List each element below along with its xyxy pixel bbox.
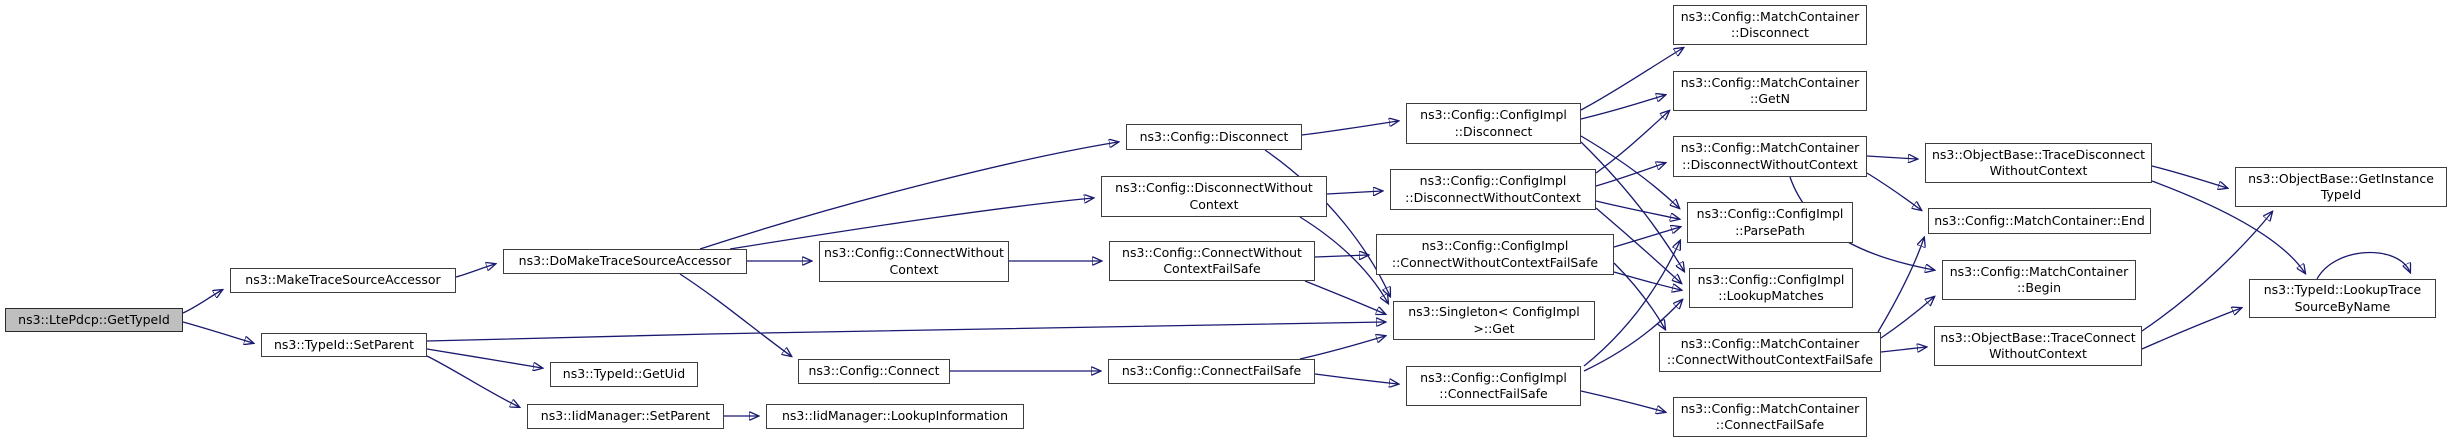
edge-traceconnect-to-lookuptracesourcebyname	[2141, 308, 2241, 350]
node-config-connect-without-context[interactable]: ns3::Config::ConnectWithout Context	[819, 241, 1009, 282]
edge-configimpl-cfs-to-parsepath	[1583, 241, 1680, 367]
edge-configimpl-cwcfs-to-parsepath	[1613, 227, 1680, 248]
edge-matchcontainer-cwcfs-to-begin	[1880, 297, 1934, 339]
edge-config-cwcfailsafe-to-configimpl-cwcfailsafe	[1314, 255, 1368, 257]
edge-gettypeid-to-maketracesourceaccessor	[182, 290, 222, 314]
edge-config-cwcfailsafe-to-singleton-get	[1304, 280, 1385, 314]
node-make-trace-source-accessor[interactable]: ns3::MakeTraceSourceAccessor	[230, 268, 456, 293]
edge-matchcontainer-cwcfs-to-end	[1877, 238, 1924, 333]
node-config-disconnect-without-context[interactable]: ns3::Config::DisconnectWithout Context	[1101, 176, 1327, 217]
node-type-id-lookup-trace-source-by-name[interactable]: ns3::TypeId::LookupTrace SourceByName	[2249, 279, 2436, 318]
edge-tracedisconnect-to-getinstancetypeid	[2151, 165, 2227, 188]
node-config-connect-without-context-fail-safe[interactable]: ns3::Config::ConnectWithout ContextFailS…	[1109, 241, 1315, 281]
node-object-base-trace-connect-without-context[interactable]: ns3::ObjectBase::TraceConnect WithoutCon…	[1934, 326, 2142, 366]
node-type-id-get-uid[interactable]: ns3::TypeId::GetUid	[550, 362, 698, 387]
edge-maketracesourceaccessor-to-domaketracesourceaccessor	[455, 264, 495, 278]
edge-configimpl-dwc-to-matchcontainer-getn	[1595, 111, 1669, 174]
edge-tracedisconnect-to-lookuptracesourcebyname	[2151, 180, 2305, 273]
edge-configimpl-disconnect-to-lookupmatches	[1580, 141, 1684, 271]
node-config-connect-fail-safe[interactable]: ns3::Config::ConnectFailSafe	[1108, 359, 1315, 384]
node-config-impl-connect-fail-safe[interactable]: ns3::Config::ConfigImpl ::ConnectFailSaf…	[1406, 366, 1581, 406]
edge-configimpl-dwc-to-lookupmatches	[1595, 207, 1681, 283]
node-iid-manager-set-parent[interactable]: ns3::IidManager::SetParent	[527, 404, 724, 429]
edge-config-disconnect-to-configimpl-disconnect	[1301, 121, 1398, 136]
edge-domake-to-config-connect	[679, 273, 791, 356]
node-match-container-end[interactable]: ns3::Config::MatchContainer::End	[1928, 208, 2151, 234]
edge-configimpl-disconnect-to-matchcontainer-disconnect	[1580, 48, 1683, 111]
edge-configimpl-cfs-to-lookupmatches	[1583, 300, 1682, 372]
node-do-make-trace-source-accessor[interactable]: ns3::DoMakeTraceSourceAccessor	[503, 249, 747, 274]
edge-setparent-to-getuid	[426, 348, 542, 368]
node-match-container-disconnect[interactable]: ns3::Config::MatchContainer ::Disconnect	[1673, 5, 1867, 45]
node-match-container-get-n[interactable]: ns3::Config::MatchContainer ::GetN	[1673, 71, 1867, 111]
node-match-container-begin[interactable]: ns3::Config::MatchContainer ::Begin	[1942, 260, 2136, 300]
edge-config-connectfailsafe-to-configimpl-connectfailsafe	[1314, 373, 1398, 384]
edge-matchcontainer-dwc-to-end	[1866, 172, 1921, 210]
node-config-impl-parse-path[interactable]: ns3::Config::ConfigImpl ::ParsePath	[1687, 202, 1853, 243]
edge-gettypeid-to-setparent	[182, 321, 253, 343]
edge-config-disconnect-to-singleton-get	[1264, 149, 1390, 296]
edge-configimpl-dwc-to-matchcontainer-dwc	[1595, 163, 1665, 187]
node-match-container-disconnect-without-context[interactable]: ns3::Config::MatchContainer ::Disconnect…	[1673, 136, 1867, 177]
edge-configimpl-dwc-to-parsepath	[1595, 200, 1679, 219]
node-config-disconnect[interactable]: ns3::Config::Disconnect	[1126, 124, 1302, 150]
edge-setparent-to-singleton-get	[426, 322, 1385, 342]
edge-matchcontainer-dwc-to-tracedisconnectwithoutcontext	[1866, 156, 1917, 159]
edge-configimpl-disconnect-to-matchcontainer-getn	[1580, 95, 1665, 120]
edge-config-disconnectwithoutcontext-to-configimpl-disconnectwithoutcontext	[1326, 191, 1382, 194]
edge-setparent-to-iidmanager-setparent	[426, 355, 519, 407]
edge-configimpl-cwcfs-to-matchcontainer-cwcfs	[1613, 262, 1665, 329]
node-object-base-trace-disconnect-without-context[interactable]: ns3::ObjectBase::TraceDisconnect Without…	[1925, 143, 2152, 183]
edge-config-disconnectwithoutcontext-to-singleton-get	[1299, 216, 1388, 303]
node-object-base-get-instance-type-id[interactable]: ns3::ObjectBase::GetInstance TypeId	[2235, 167, 2447, 207]
node-config-impl-disconnect[interactable]: ns3::Config::ConfigImpl ::Disconnect	[1406, 103, 1581, 144]
node-config-impl-lookup-matches[interactable]: ns3::Config::ConfigImpl ::LookupMatches	[1689, 268, 1853, 308]
edge-configimpl-cfs-to-matchcontainer-cfs	[1580, 390, 1665, 412]
edge-config-connectfailsafe-to-singleton-get	[1299, 336, 1385, 360]
edge-domake-to-config-disconnect	[699, 142, 1118, 250]
edge-traceconnect-to-getinstancetypeid	[2141, 212, 2272, 332]
edge-domake-to-config-disconnectwithoutcontext	[729, 198, 1093, 250]
node-config-impl-connect-without-context-fail-safe[interactable]: ns3::Config::ConfigImpl ::ConnectWithout…	[1376, 234, 1614, 275]
edge-matchcontainer-cwcfs-to-traceconnectwithoutcontext	[1880, 347, 1926, 353]
node-lte-pdcp-get-type-id[interactable]: ns3::LtePdcp::GetTypeId	[5, 308, 183, 332]
node-singleton-config-impl-get[interactable]: ns3::Singleton< ConfigImpl >::Get	[1393, 301, 1595, 340]
edge-configimpl-cwcfs-to-lookupmatches	[1613, 271, 1681, 290]
node-match-container-connect-without-context-fail-safe[interactable]: ns3::Config::MatchContainer ::ConnectWit…	[1659, 332, 1881, 372]
node-iid-manager-lookup-information[interactable]: ns3::IidManager::LookupInformation	[766, 404, 1024, 429]
edge-lookuptracesourcebyname-self-loop	[2316, 251, 2410, 280]
node-config-connect[interactable]: ns3::Config::Connect	[798, 359, 950, 384]
node-config-impl-disconnect-without-context[interactable]: ns3::Config::ConfigImpl ::DisconnectWith…	[1390, 169, 1596, 210]
node-type-id-set-parent[interactable]: ns3::TypeId::SetParent	[261, 333, 427, 357]
node-match-container-connect-fail-safe[interactable]: ns3::Config::MatchContainer ::ConnectFai…	[1673, 397, 1867, 437]
